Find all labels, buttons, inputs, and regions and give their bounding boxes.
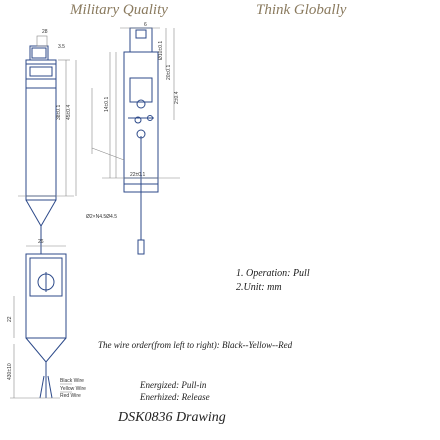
front-body: [25, 59, 57, 201]
side-height-dim-1: Ø10±0.1: [158, 41, 164, 60]
drawing-title: DSK0836 Drawing: [118, 410, 226, 425]
wire-label-black: Black Wire: [60, 378, 84, 384]
side-top-dim: 6: [144, 22, 147, 28]
bottom-body: [25, 253, 67, 339]
bottom-width-dim: 26: [38, 239, 44, 245]
side-height-dim-3: 2±0.4: [174, 91, 180, 104]
wire-black: [39, 375, 45, 399]
front-funnel: [25, 199, 57, 228]
side-inner-dim: 14±0.1: [104, 97, 110, 112]
header: Military Quality Think Globally: [0, 0, 440, 24]
side-pin-top: [136, 99, 146, 109]
wire-label-red: Red Wire: [60, 393, 81, 399]
note-wire-order: The wire order(from left to right): Blac…: [98, 340, 293, 350]
front-top-dim-box: [36, 35, 48, 47]
front-length-dim-1: 38±0.1: [56, 105, 62, 120]
note-energized: Energized: Pull-in: [140, 380, 207, 390]
side-upper-window: [129, 77, 153, 103]
front-top-dim: 28: [42, 29, 48, 35]
bottom-view: [10, 245, 72, 399]
side-leader: [91, 147, 125, 161]
bottom-funnel: [25, 337, 67, 363]
wire-red: [47, 375, 53, 399]
front-head: [25, 63, 57, 80]
front-small-dim: 3.5: [58, 44, 65, 50]
bottom-lead-dim: 430±10: [7, 363, 13, 380]
wire-leaders: [60, 383, 72, 393]
side-pin-mid: [134, 116, 142, 124]
front-hole-dim: Ø2×N4.5Ø4.5: [86, 214, 117, 220]
slogan-left: Military Quality: [70, 2, 168, 18]
side-right-pin: [147, 115, 153, 121]
bottom-height-dim: 22: [7, 316, 13, 322]
front-view: [18, 35, 77, 254]
bottom-head: [29, 257, 63, 297]
note-operation: 1. Operation: Pull: [236, 268, 310, 279]
wire-label-yellow: Yellow Wire: [60, 386, 86, 392]
note-unit: 2.Unit: mm: [236, 282, 282, 293]
front-top-cap-inner: [31, 47, 47, 59]
front-slot: [29, 66, 53, 77]
side-height-dim-2: 20±0.1: [166, 65, 172, 80]
side-top-slot: [135, 29, 147, 39]
side-view: [91, 27, 180, 255]
slogan-right: Think Globally: [256, 2, 347, 18]
side-shaft-tip: [137, 239, 145, 255]
front-length-dim-2: 45±0.4: [66, 105, 72, 120]
side-bottom-dim: 22±0.1: [130, 172, 145, 178]
side-top: [129, 27, 153, 53]
note-unenergized: Enerhized: Release: [140, 392, 210, 402]
